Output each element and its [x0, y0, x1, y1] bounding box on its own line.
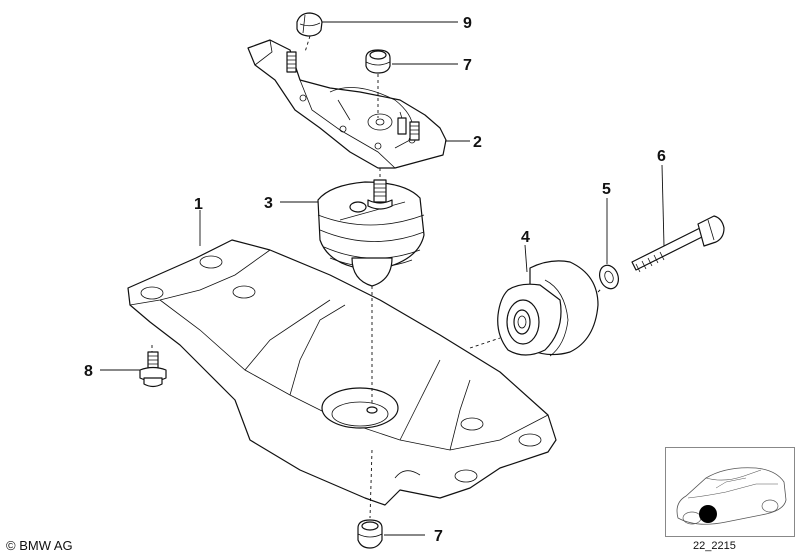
callout-4: 4	[521, 229, 530, 246]
part-mount-3[interactable]	[317, 179, 425, 287]
callout-7-bottom: 7	[434, 528, 443, 545]
callout-3: 3	[264, 195, 273, 212]
callout-5: 5	[602, 181, 611, 198]
copyright-text: © BMW AG	[6, 538, 73, 553]
vehicle-locator-inset	[665, 447, 795, 537]
callout-6: 6	[657, 148, 666, 165]
part-nut-7-bottom[interactable]	[357, 519, 383, 549]
part-bolt-6[interactable]	[631, 215, 725, 273]
diagram-id: 22_2215	[693, 540, 736, 552]
part-crossmember-1[interactable]	[127, 239, 557, 506]
part-nut-9[interactable]	[296, 12, 323, 37]
location-marker-icon	[699, 505, 717, 523]
assembly-axis-lines	[151, 35, 603, 519]
part-bushing-4[interactable]	[497, 260, 599, 357]
part-bolt-8[interactable]	[139, 351, 167, 388]
car-outline-icon	[676, 467, 787, 525]
callout-9: 9	[463, 15, 472, 32]
callout-1: 1	[194, 196, 203, 213]
callout-7-top: 7	[463, 57, 472, 74]
callout-8: 8	[84, 363, 93, 380]
callout-leaders	[100, 21, 665, 536]
part-nut-7-top[interactable]	[365, 49, 391, 74]
part-washer-5[interactable]	[596, 263, 621, 292]
part-bracket-2[interactable]	[247, 39, 447, 169]
callout-2: 2	[473, 134, 482, 151]
